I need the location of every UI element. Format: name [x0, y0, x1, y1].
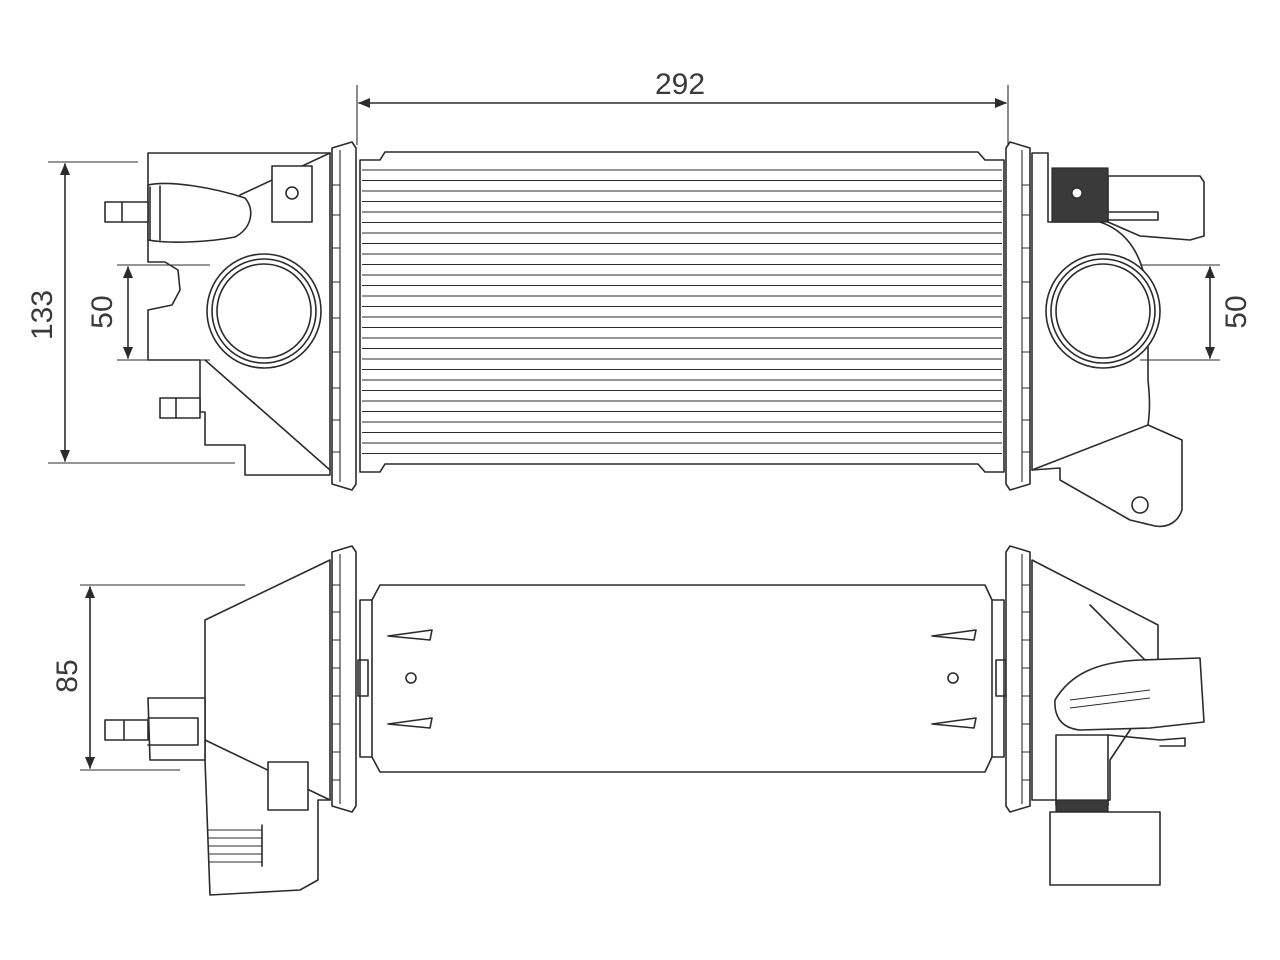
dimension-label-133: 133	[26, 290, 59, 340]
core-fins	[362, 169, 1002, 455]
dimension-inlet-left: 50	[86, 264, 210, 361]
left-plate-teeth	[332, 184, 340, 453]
top-right-tank-plate	[1005, 141, 1031, 491]
dimension-inlet-right: 50	[1140, 264, 1253, 361]
left-tank-ribs	[208, 824, 263, 867]
bottom-right-tank-plate	[1005, 545, 1031, 813]
bottom-right-tank	[1031, 559, 1205, 886]
dimension-label-50-right: 50	[1220, 295, 1253, 328]
dimension-total-height: 133	[26, 161, 235, 464]
top-left-tank	[104, 152, 331, 476]
bottom-left-tank	[104, 559, 331, 896]
dimension-label-292: 292	[655, 68, 705, 101]
dimension-depth: 85	[51, 584, 245, 771]
bottom-view: 85	[51, 545, 1205, 896]
dimension-label-85: 85	[51, 659, 84, 692]
dimension-core-length: 292	[356, 68, 1009, 145]
top-left-tank-plate	[331, 141, 357, 491]
bottom-left-tank-plate	[331, 545, 357, 813]
dimension-label-50-left: 50	[86, 295, 119, 328]
top-core	[359, 151, 1005, 473]
top-view: 292 133 50 50	[26, 68, 1253, 528]
top-right-tank	[1031, 152, 1205, 528]
bottom-core	[357, 584, 1007, 773]
